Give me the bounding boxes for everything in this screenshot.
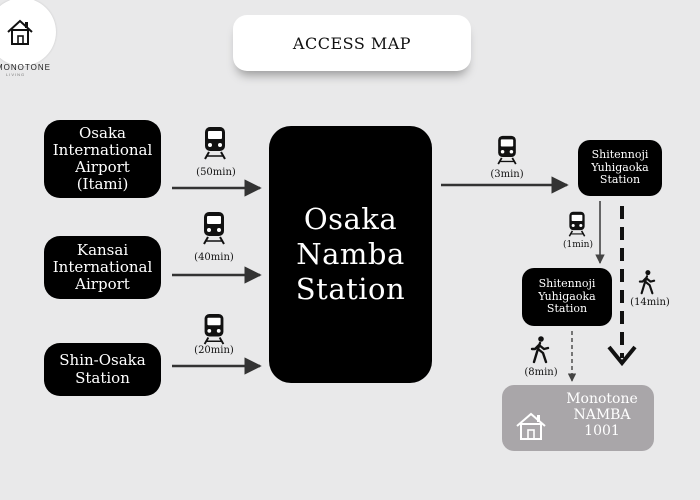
station-top-line-1: Shitennoji [591, 148, 649, 162]
arrow-top-to-dest-head [607, 345, 637, 367]
origin-kansai-line-3: Airport [75, 275, 130, 294]
house-icon [7, 19, 33, 45]
hub-line-3: Station [295, 271, 406, 306]
walking-icon [530, 336, 550, 364]
origin-shinosaka-line-1: Shin-Osaka [59, 351, 146, 370]
duration-namba-to-shitennoji: (3min) [490, 169, 524, 180]
page-title: ACCESS MAP [233, 15, 471, 71]
station-mid-line-3: Station [546, 302, 588, 316]
station-top-line-3: Station [599, 173, 641, 187]
train-icon [568, 211, 586, 237]
station-top-line-2: Yuhigaoka [591, 160, 649, 174]
house-icon [516, 412, 546, 440]
train-icon [203, 313, 225, 345]
page-title-text: ACCESS MAP [292, 33, 412, 53]
station-mid-line-1: Shitennoji [538, 277, 596, 291]
destination-line-3: 1001 [584, 423, 620, 440]
origin-kansai-line-2: International [52, 257, 153, 276]
duration-top-to-mid: (1min) [563, 240, 593, 250]
destination-monotone-namba: Monotone NAMBA 1001 [502, 385, 654, 451]
brand-name: MONOTONE [0, 63, 51, 72]
origin-shinosaka-line-2: Station [75, 368, 130, 387]
origin-itami: Osaka International Airport (Itami) [44, 120, 161, 198]
duration-itami: (50min) [196, 167, 236, 178]
origin-itami-line-1: Osaka [79, 123, 126, 142]
origin-itami-line-2: International [52, 140, 153, 159]
duration-top-to-dest: (14min) [630, 297, 670, 308]
station-shitennoji-top: Shitennoji Yuhigaoka Station [578, 140, 662, 196]
train-icon [497, 135, 517, 165]
origin-itami-line-3: Airport [75, 158, 130, 176]
train-icon [203, 212, 225, 245]
walking-icon [638, 270, 656, 295]
brand-sub: LIVING [6, 72, 26, 77]
origin-itami-line-4: (Itami) [76, 175, 129, 194]
train-icon [204, 127, 226, 160]
station-shitennoji-mid: Shitennoji Yuhigaoka Station [522, 268, 612, 326]
origin-kansai: Kansai International Airport [44, 236, 161, 299]
hub-line-1: Osaka [303, 202, 398, 237]
origin-kansai-line-1: Kansai [76, 240, 129, 259]
duration-kansai: (40min) [194, 252, 234, 263]
station-mid-line-2: Yuhigaoka [538, 289, 596, 303]
origin-shinosaka: Shin-Osaka Station [44, 343, 161, 396]
destination-line-2: NAMBA [573, 407, 631, 424]
duration-mid-to-dest: (8min) [524, 367, 558, 378]
hub-line-2: Namba [296, 237, 405, 272]
logo-badge [0, 0, 56, 66]
destination-line-1: Monotone [566, 391, 638, 407]
duration-shinosaka: (20min) [194, 345, 234, 356]
hub-osaka-namba: Osaka Namba Station [269, 126, 432, 383]
